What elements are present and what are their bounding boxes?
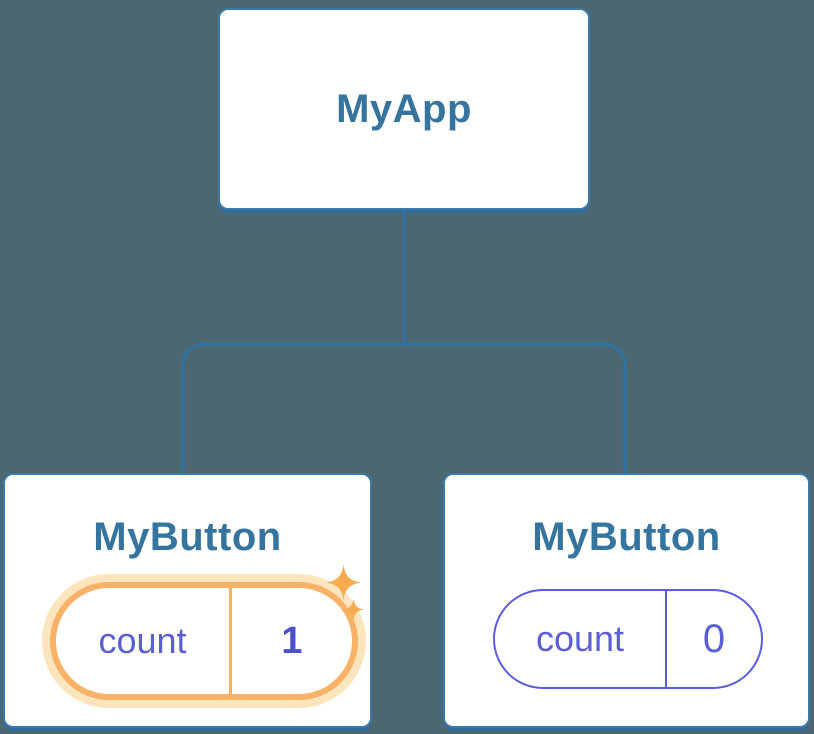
sparkle-icon — [343, 599, 364, 620]
node-title: MyButton — [93, 515, 282, 559]
tree-node-myapp: MyApp — [218, 8, 590, 210]
state-key-label: count — [535, 618, 625, 659]
node-title: MyButton — [532, 515, 721, 559]
state-value: 1 — [229, 588, 352, 694]
state-pill: count 0 — [493, 589, 763, 689]
node-title: MyApp — [336, 86, 472, 131]
sparkle-icon — [326, 565, 361, 600]
state-pill-highlighted: count 1 — [50, 582, 358, 700]
state-key-label: count — [98, 620, 187, 661]
tree-node-mybutton-highlighted: MyButton count 1 — [3, 473, 372, 728]
connector-branch — [181, 342, 627, 473]
tree-node-mybutton-default: MyButton count 0 — [443, 473, 810, 728]
state-value: 0 — [665, 591, 761, 687]
